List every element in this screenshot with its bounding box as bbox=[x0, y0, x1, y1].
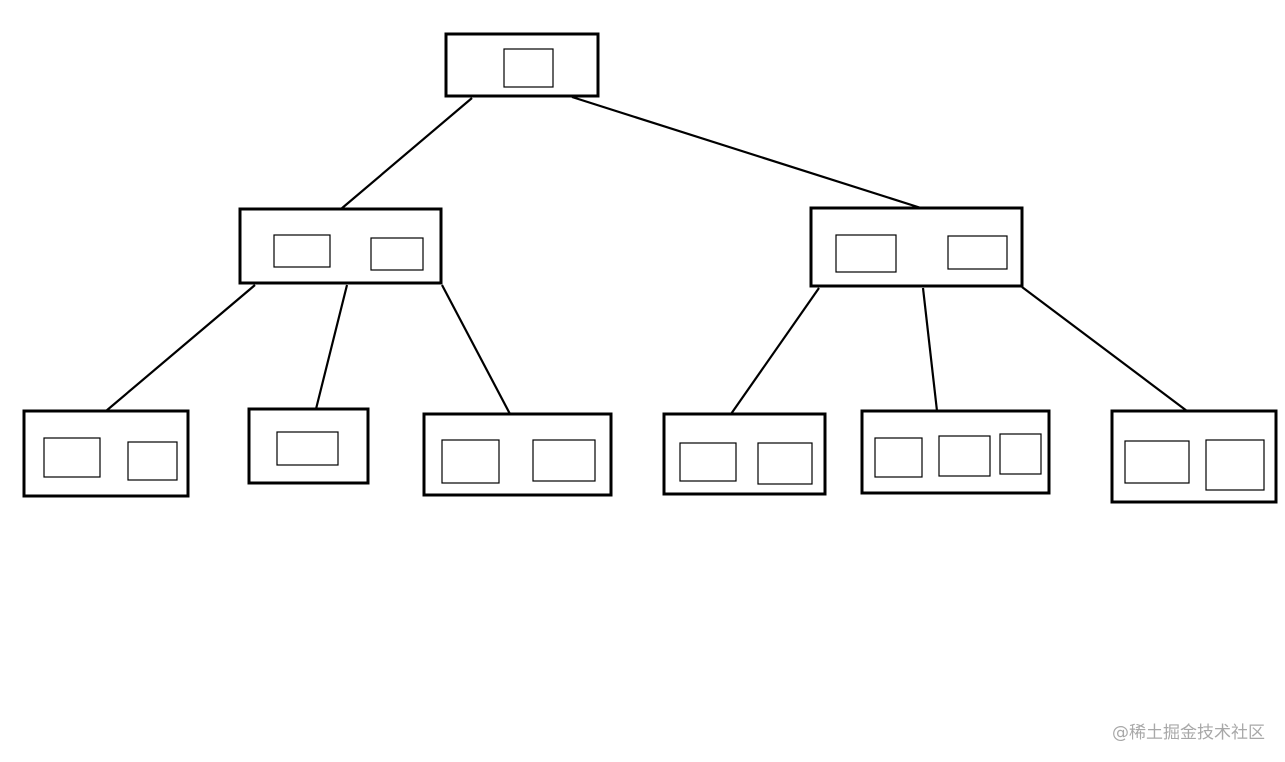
tree-edge bbox=[921, 287, 939, 412]
tree-node bbox=[444, 32, 600, 98]
key-cell bbox=[757, 442, 813, 485]
tree-node bbox=[22, 409, 190, 498]
key-cell bbox=[276, 431, 339, 466]
node-frame bbox=[247, 407, 370, 485]
tree-node bbox=[422, 412, 613, 497]
node-frame bbox=[238, 207, 443, 285]
tree-edge bbox=[730, 287, 820, 415]
node-frame bbox=[860, 409, 1051, 495]
key-cell bbox=[1124, 440, 1190, 484]
key-cell bbox=[1205, 439, 1265, 491]
key-cell bbox=[874, 437, 923, 478]
node-frame bbox=[1110, 409, 1278, 504]
key-cell bbox=[999, 433, 1042, 475]
tree-edge bbox=[105, 284, 256, 412]
key-cell bbox=[532, 439, 596, 482]
tree-edge bbox=[314, 284, 349, 410]
tree-edge bbox=[571, 95, 922, 210]
key-cell bbox=[441, 439, 500, 484]
key-cell bbox=[273, 234, 331, 268]
tree-node bbox=[860, 409, 1051, 495]
tree-node bbox=[809, 206, 1024, 288]
node-frame bbox=[422, 412, 613, 497]
tree-edge bbox=[340, 97, 473, 210]
tree-edge bbox=[441, 284, 511, 415]
key-cell bbox=[947, 235, 1008, 270]
tree-edges bbox=[105, 95, 1188, 415]
watermark-text: @稀土掘金技术社区 bbox=[1112, 723, 1265, 743]
tree-node bbox=[662, 412, 827, 496]
key-cell bbox=[370, 237, 424, 271]
tree-node bbox=[238, 207, 443, 285]
tree-nodes bbox=[22, 32, 1278, 504]
tree-node bbox=[1110, 409, 1278, 504]
node-frame bbox=[662, 412, 827, 496]
key-cell bbox=[679, 442, 737, 482]
node-frame bbox=[22, 409, 190, 498]
node-frame bbox=[444, 32, 600, 98]
tree-edge bbox=[1021, 286, 1188, 412]
key-cell bbox=[503, 48, 554, 88]
key-cell bbox=[835, 234, 897, 273]
tree-node bbox=[247, 407, 370, 485]
key-cell bbox=[938, 435, 991, 477]
key-cell bbox=[43, 437, 101, 478]
key-cell bbox=[127, 441, 178, 481]
node-frame bbox=[809, 206, 1024, 288]
